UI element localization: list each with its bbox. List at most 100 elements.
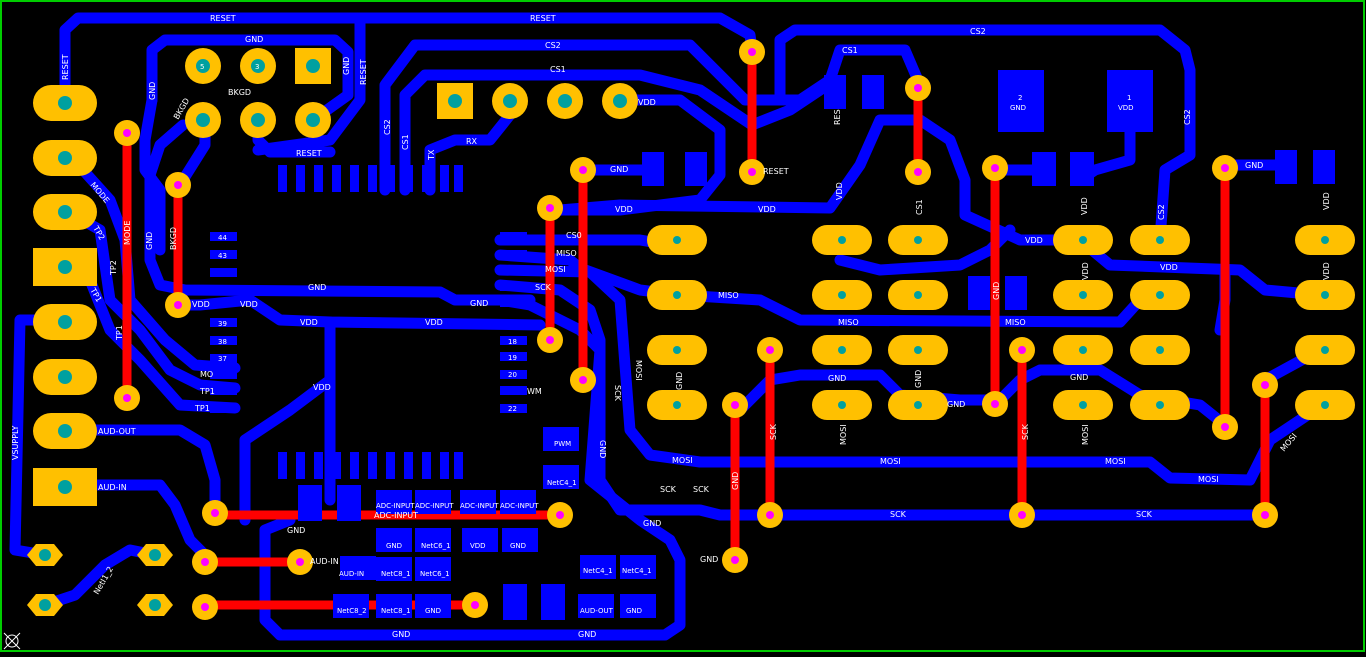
pad-label-n2-c1: 2 (1018, 94, 1022, 102)
label-gnd-top: GND (245, 35, 263, 44)
pad-label-aud-in: AUD-IN (339, 570, 364, 578)
label-cs0: CS0 (566, 231, 582, 240)
label-vdd-mid: VDD (615, 205, 633, 214)
via-drill (748, 48, 756, 56)
label-tp1b: TP1 (194, 404, 210, 413)
pad-label-n43: 43 (218, 252, 227, 260)
label-cs2-right: CS2 (970, 27, 986, 36)
pad-label-n20: 20 (508, 371, 517, 379)
label-mosi-vert2: MOSI (1081, 424, 1090, 445)
label-reset-top: RESET (210, 14, 236, 23)
pad-label-n1-c1: 1 (1127, 94, 1131, 102)
label-miso-right3: MISO (1005, 318, 1026, 327)
label-reset-left: RESET (61, 54, 70, 80)
label-bkgd-vert2: BKGD (169, 227, 178, 250)
label-cs1-top: CS1 (550, 65, 566, 74)
via-drill (579, 376, 587, 384)
via-drill (1018, 346, 1026, 354)
via-drill (471, 601, 479, 609)
pad-label-gnd4: GND (626, 607, 642, 615)
label-aud-in: AUD-IN (98, 483, 127, 492)
label-vdd-left2: VDD (240, 300, 258, 309)
via-drill (123, 394, 131, 402)
origin-marker (3, 632, 21, 650)
pad-label-vdd1: VDD (470, 542, 486, 550)
label-vdd-mid2: VDD (758, 205, 776, 214)
pad-label-adc3: ADC-INPUT (460, 502, 499, 510)
via-drill (766, 346, 774, 354)
via-drill (556, 511, 564, 519)
via-drill (1018, 511, 1026, 519)
label-aud-out: AUD-OUT (98, 427, 136, 436)
pad-label-n22: 22 (508, 405, 517, 413)
via-drill (748, 168, 756, 176)
through-hole-pads (27, 48, 1355, 616)
label-gnd-vert8: GND (598, 440, 607, 458)
label-vdd-vert5: VDD (1322, 262, 1331, 280)
label-cs2-vert2: CS2 (1157, 204, 1166, 220)
via-drill (766, 511, 774, 519)
label-vdd-mcu2: VDD (425, 318, 443, 327)
label-gnd-mcu: GND (470, 299, 488, 308)
label-vsupply-vert: VSUPPLY (11, 426, 20, 460)
via-drill (1261, 381, 1269, 389)
label-mosi-vert4: MOSI (634, 360, 643, 381)
via-drill (991, 400, 999, 408)
label-vdd-right: VDD (1025, 236, 1043, 245)
pad-label-netc8: NetC8_1 (381, 570, 411, 578)
pad-label-gnd2: GND (510, 542, 526, 550)
via-drill (211, 509, 219, 517)
pad-label-netc8b: NetC8_1 (381, 607, 411, 615)
via-drill (731, 556, 739, 564)
pad-label-netc6: NetC6_1 (421, 542, 451, 550)
pad-label-netc4b: NetC4_1 (583, 567, 613, 575)
pad-label-pwm: PWM (554, 440, 571, 448)
pad-label-netc6b: NetC6_1 (420, 570, 450, 578)
label-cs1-right: CS1 (842, 46, 858, 55)
label-tp2-vert2: TP2 (109, 260, 118, 276)
via-drill (174, 301, 182, 309)
label-gnd-right3: GND (947, 400, 965, 409)
via-drill (914, 168, 922, 176)
label-vdd-top: VDD (638, 98, 656, 107)
pad-label-netc4c: NetC4_1 (622, 567, 652, 575)
bottom-layer-traces (122, 52, 1270, 610)
label-wm: WM (527, 387, 542, 396)
label-miso-right2: MISO (838, 318, 859, 327)
label-sck: SCK (535, 283, 552, 292)
pad-label-n37: 37 (218, 355, 227, 363)
label-mosi-long2: MOSI (1105, 457, 1126, 466)
pad-label-netc82: NetC8_2 (337, 607, 367, 615)
pad-label-hdr3: 3 (255, 63, 259, 71)
label-reset-top2: RESET (530, 14, 556, 23)
label-vdd-left: VDD (192, 300, 210, 309)
label-gnd-mcu2: GND (308, 283, 326, 292)
label-reset-cs: RESET (763, 167, 789, 176)
label-cs1-vert: CS1 (401, 134, 410, 150)
label-mode-vert2: MODE (123, 221, 132, 245)
via-drill (1221, 423, 1229, 431)
smd-pads (210, 70, 1335, 620)
label-sck-vert2: SCK (1021, 423, 1030, 440)
label-gnd-vert6: GND (914, 370, 923, 388)
label-gnd-lower: GND (700, 555, 718, 564)
label-vdd-mcu: VDD (300, 318, 318, 327)
label-gnd-vert2: GND (342, 57, 351, 75)
label-vdd-right2: VDD (1160, 263, 1178, 272)
via-drill (1261, 511, 1269, 519)
label-gnd-vert4: GND (992, 282, 1001, 300)
label-gnd-vert5: GND (675, 372, 684, 390)
label-tp1: TP1 (199, 387, 215, 396)
via-drill (1221, 164, 1229, 172)
via-drill (174, 181, 182, 189)
label-miso-right: MISO (718, 291, 739, 300)
label-bkgd: BKGD (228, 88, 251, 97)
vias (114, 39, 1278, 620)
label-gnd-cap: GND (610, 165, 628, 174)
label-cs1-vert2: CS1 (915, 199, 924, 215)
pad-label-adc1: ADC-INPUT (376, 502, 415, 510)
label-reset-mid: RESET (296, 149, 322, 158)
pad-label-n44: 44 (218, 234, 227, 242)
